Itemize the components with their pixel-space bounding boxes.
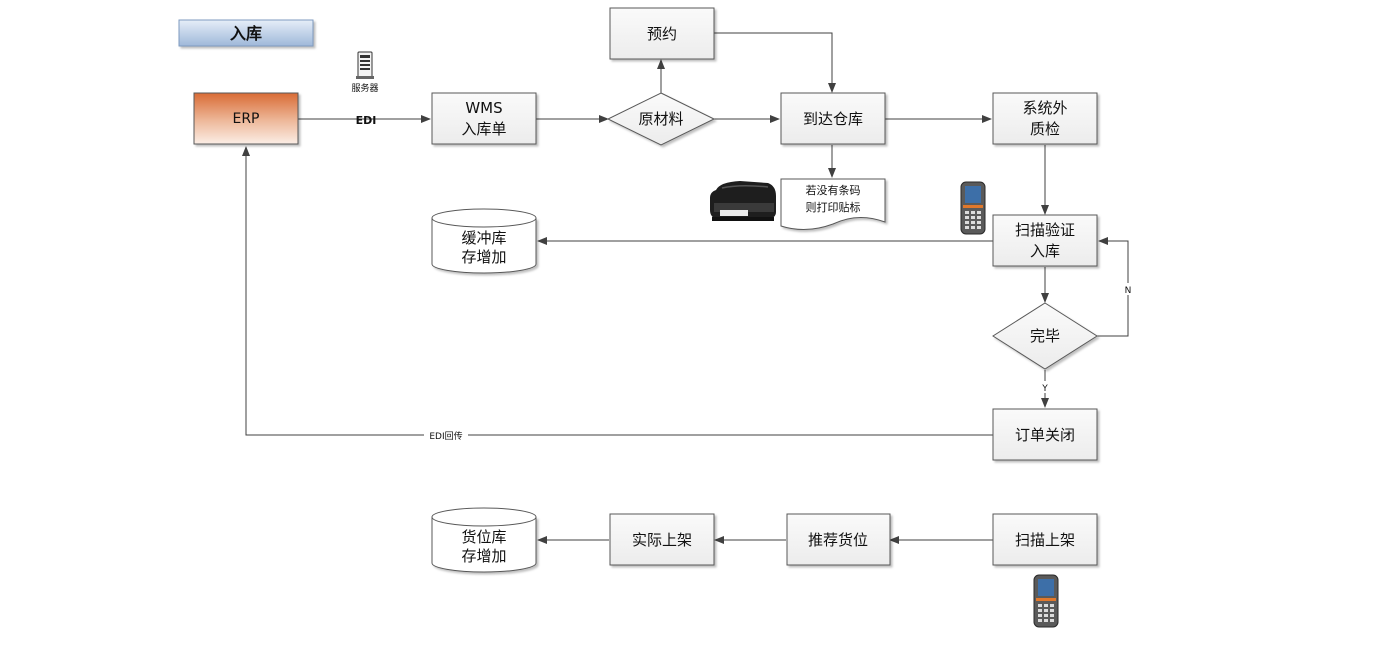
- node-scan-shelf: 扫描上架: [992, 513, 1098, 566]
- edge-label-yes: Y: [1041, 384, 1048, 394]
- node-actual-shelf-label: 实际上架: [632, 531, 692, 549]
- node-print-note-line2: 则打印贴标: [806, 200, 861, 214]
- node-reserve: 预约: [609, 7, 715, 60]
- edge-reserve-arrive: [714, 32, 836, 93]
- node-erp: ERP: [193, 92, 299, 145]
- edge-label-edi: EDI: [356, 114, 377, 127]
- node-arrive-warehouse: 到达仓库: [780, 92, 886, 145]
- handheld-scanner-icon: [960, 181, 986, 235]
- node-external-qc-line2: 质检: [1030, 120, 1060, 138]
- node-raw-material-label: 原材料: [638, 110, 683, 128]
- edges: [242, 32, 1129, 544]
- node-wms: WMS 入库单: [431, 92, 537, 145]
- node-reserve-label: 预约: [647, 25, 677, 43]
- node-arrive-warehouse-label: 到达仓库: [803, 110, 863, 128]
- node-done-label: 完毕: [1030, 327, 1060, 345]
- node-recommend-location-label: 推荐货位: [808, 531, 868, 549]
- edge-close-erp: [242, 146, 993, 436]
- handheld-scanner-icon-shelf: [1033, 574, 1059, 628]
- node-erp-label: ERP: [232, 111, 259, 127]
- node-buffer-stock-line1: 缓冲库: [461, 229, 506, 247]
- node-done: 完毕: [992, 302, 1098, 370]
- node-location-stock: 货位库 存增加: [431, 507, 537, 573]
- node-recommend-location: 推荐货位: [786, 513, 891, 566]
- node-actual-shelf: 实际上架: [609, 513, 715, 566]
- server-label: 服务器: [351, 82, 378, 94]
- node-scan-verify-line2: 入库: [1030, 242, 1060, 260]
- title-box: 入库: [178, 19, 314, 47]
- title-text: 入库: [230, 24, 262, 43]
- node-print-label-note: 若没有条码 则打印贴标: [780, 178, 886, 230]
- node-buffer-stock-line2: 存增加: [461, 248, 506, 266]
- node-location-stock-line2: 存增加: [461, 547, 506, 565]
- node-location-stock-line1: 货位库: [461, 528, 506, 546]
- node-external-qc-line1: 系统外: [1022, 99, 1067, 117]
- edge-label-edi-return: EDI回传: [429, 430, 462, 442]
- edge-label-no: N: [1125, 286, 1132, 296]
- node-close-order-label: 订单关闭: [1015, 426, 1075, 444]
- server-icon: [356, 51, 374, 79]
- node-close-order: 订单关闭: [992, 408, 1098, 461]
- node-scan-verify: 扫描验证 入库: [992, 214, 1098, 267]
- node-scan-shelf-label: 扫描上架: [1015, 531, 1075, 549]
- node-wms-line2: 入库单: [461, 120, 506, 138]
- node-wms-line1: WMS: [465, 99, 502, 117]
- printer-icon: [710, 181, 776, 221]
- node-print-note-line1: 若没有条码: [806, 183, 861, 197]
- node-scan-verify-line1: 扫描验证: [1015, 221, 1075, 239]
- node-external-qc: 系统外 质检: [992, 92, 1098, 145]
- node-raw-material: 原材料: [606, 92, 716, 146]
- node-buffer-stock: 缓冲库 存增加: [431, 208, 537, 274]
